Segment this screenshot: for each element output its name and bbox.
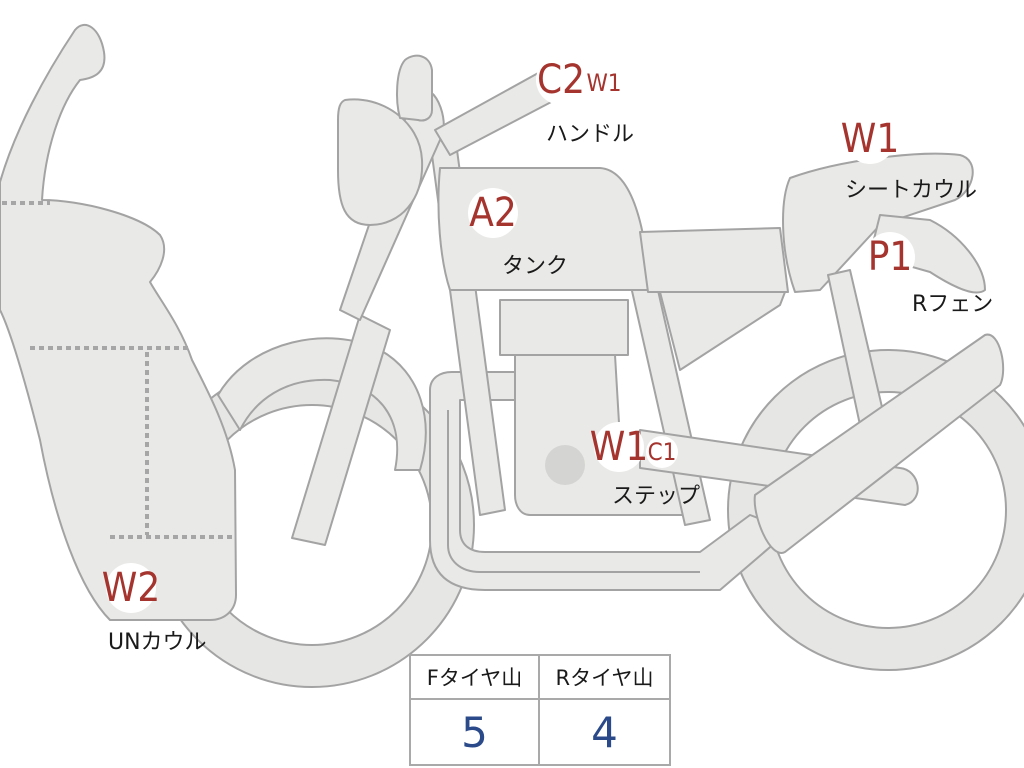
- rear-tire-header: Rタイヤ山: [540, 656, 669, 700]
- handle-label: ハンドル: [546, 122, 635, 147]
- full-cowl: [0, 24, 237, 621]
- seat-cowl-label: シートカウル: [845, 178, 978, 203]
- under-cowl-badge: W2: [101, 563, 161, 613]
- engine-head: [499, 299, 629, 356]
- headlight: [337, 98, 424, 226]
- under-cowl-label: UNカウル: [108, 630, 207, 655]
- step-label: ステップ: [612, 484, 701, 509]
- tire-tread-table: Fタイヤ山 Rタイヤ山 5 4: [409, 654, 671, 766]
- seat: [639, 227, 789, 293]
- exhaust-inner-line: [447, 410, 700, 573]
- meter: [396, 54, 433, 122]
- handle-badge-sub: W1: [586, 67, 622, 99]
- side-cover: [659, 291, 786, 371]
- tank-badge: A2: [468, 188, 518, 238]
- rear-fender-badge: P1: [865, 232, 915, 282]
- engine-cover: [545, 445, 585, 485]
- handle-badge-main: C2: [536, 55, 586, 105]
- seat-cowl-badge: W1: [840, 114, 900, 164]
- tank-label: タンク: [502, 254, 569, 279]
- step-badge-sub: C1: [646, 436, 678, 468]
- front-fork: [291, 314, 391, 546]
- front-tire-header: Fタイヤ山: [411, 656, 540, 700]
- rear-fender-label: Rフェン: [912, 292, 994, 317]
- swingarm: [753, 333, 1005, 554]
- front-tire-value: 5: [411, 700, 540, 764]
- step-badge-main: W1: [589, 422, 649, 472]
- rear-tire-value: 4: [591, 707, 618, 757]
